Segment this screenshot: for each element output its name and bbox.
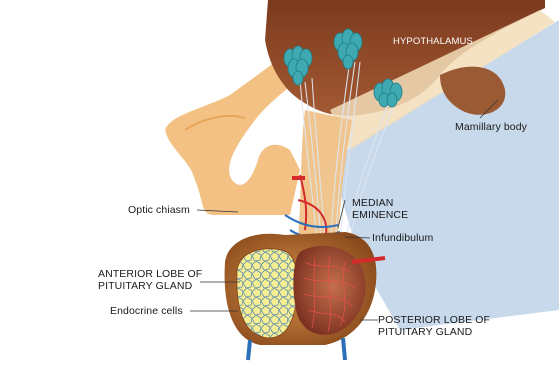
label-optic-chiasm: Optic chiasm <box>128 204 190 216</box>
label-infundibulum: Infundibulum <box>372 232 433 244</box>
label-median-eminence: MEDIAN EMINENCE <box>352 197 408 221</box>
vein-bottom-right <box>343 338 345 360</box>
anterior-lobe <box>237 249 298 338</box>
label-posterior-lobe: POSTERIOR LOBE OF PITUITARY GLAND <box>378 314 490 338</box>
vein-bottom-left <box>248 340 250 360</box>
label-endocrine-cells: Endocrine cells <box>110 305 183 317</box>
label-hypothalamus: HYPOTHALAMUS <box>393 36 473 47</box>
label-mamillary-body: Mamillary body <box>455 121 527 133</box>
label-anterior-lobe: ANTERIOR LOBE OF PITUITARY GLAND <box>98 268 202 292</box>
